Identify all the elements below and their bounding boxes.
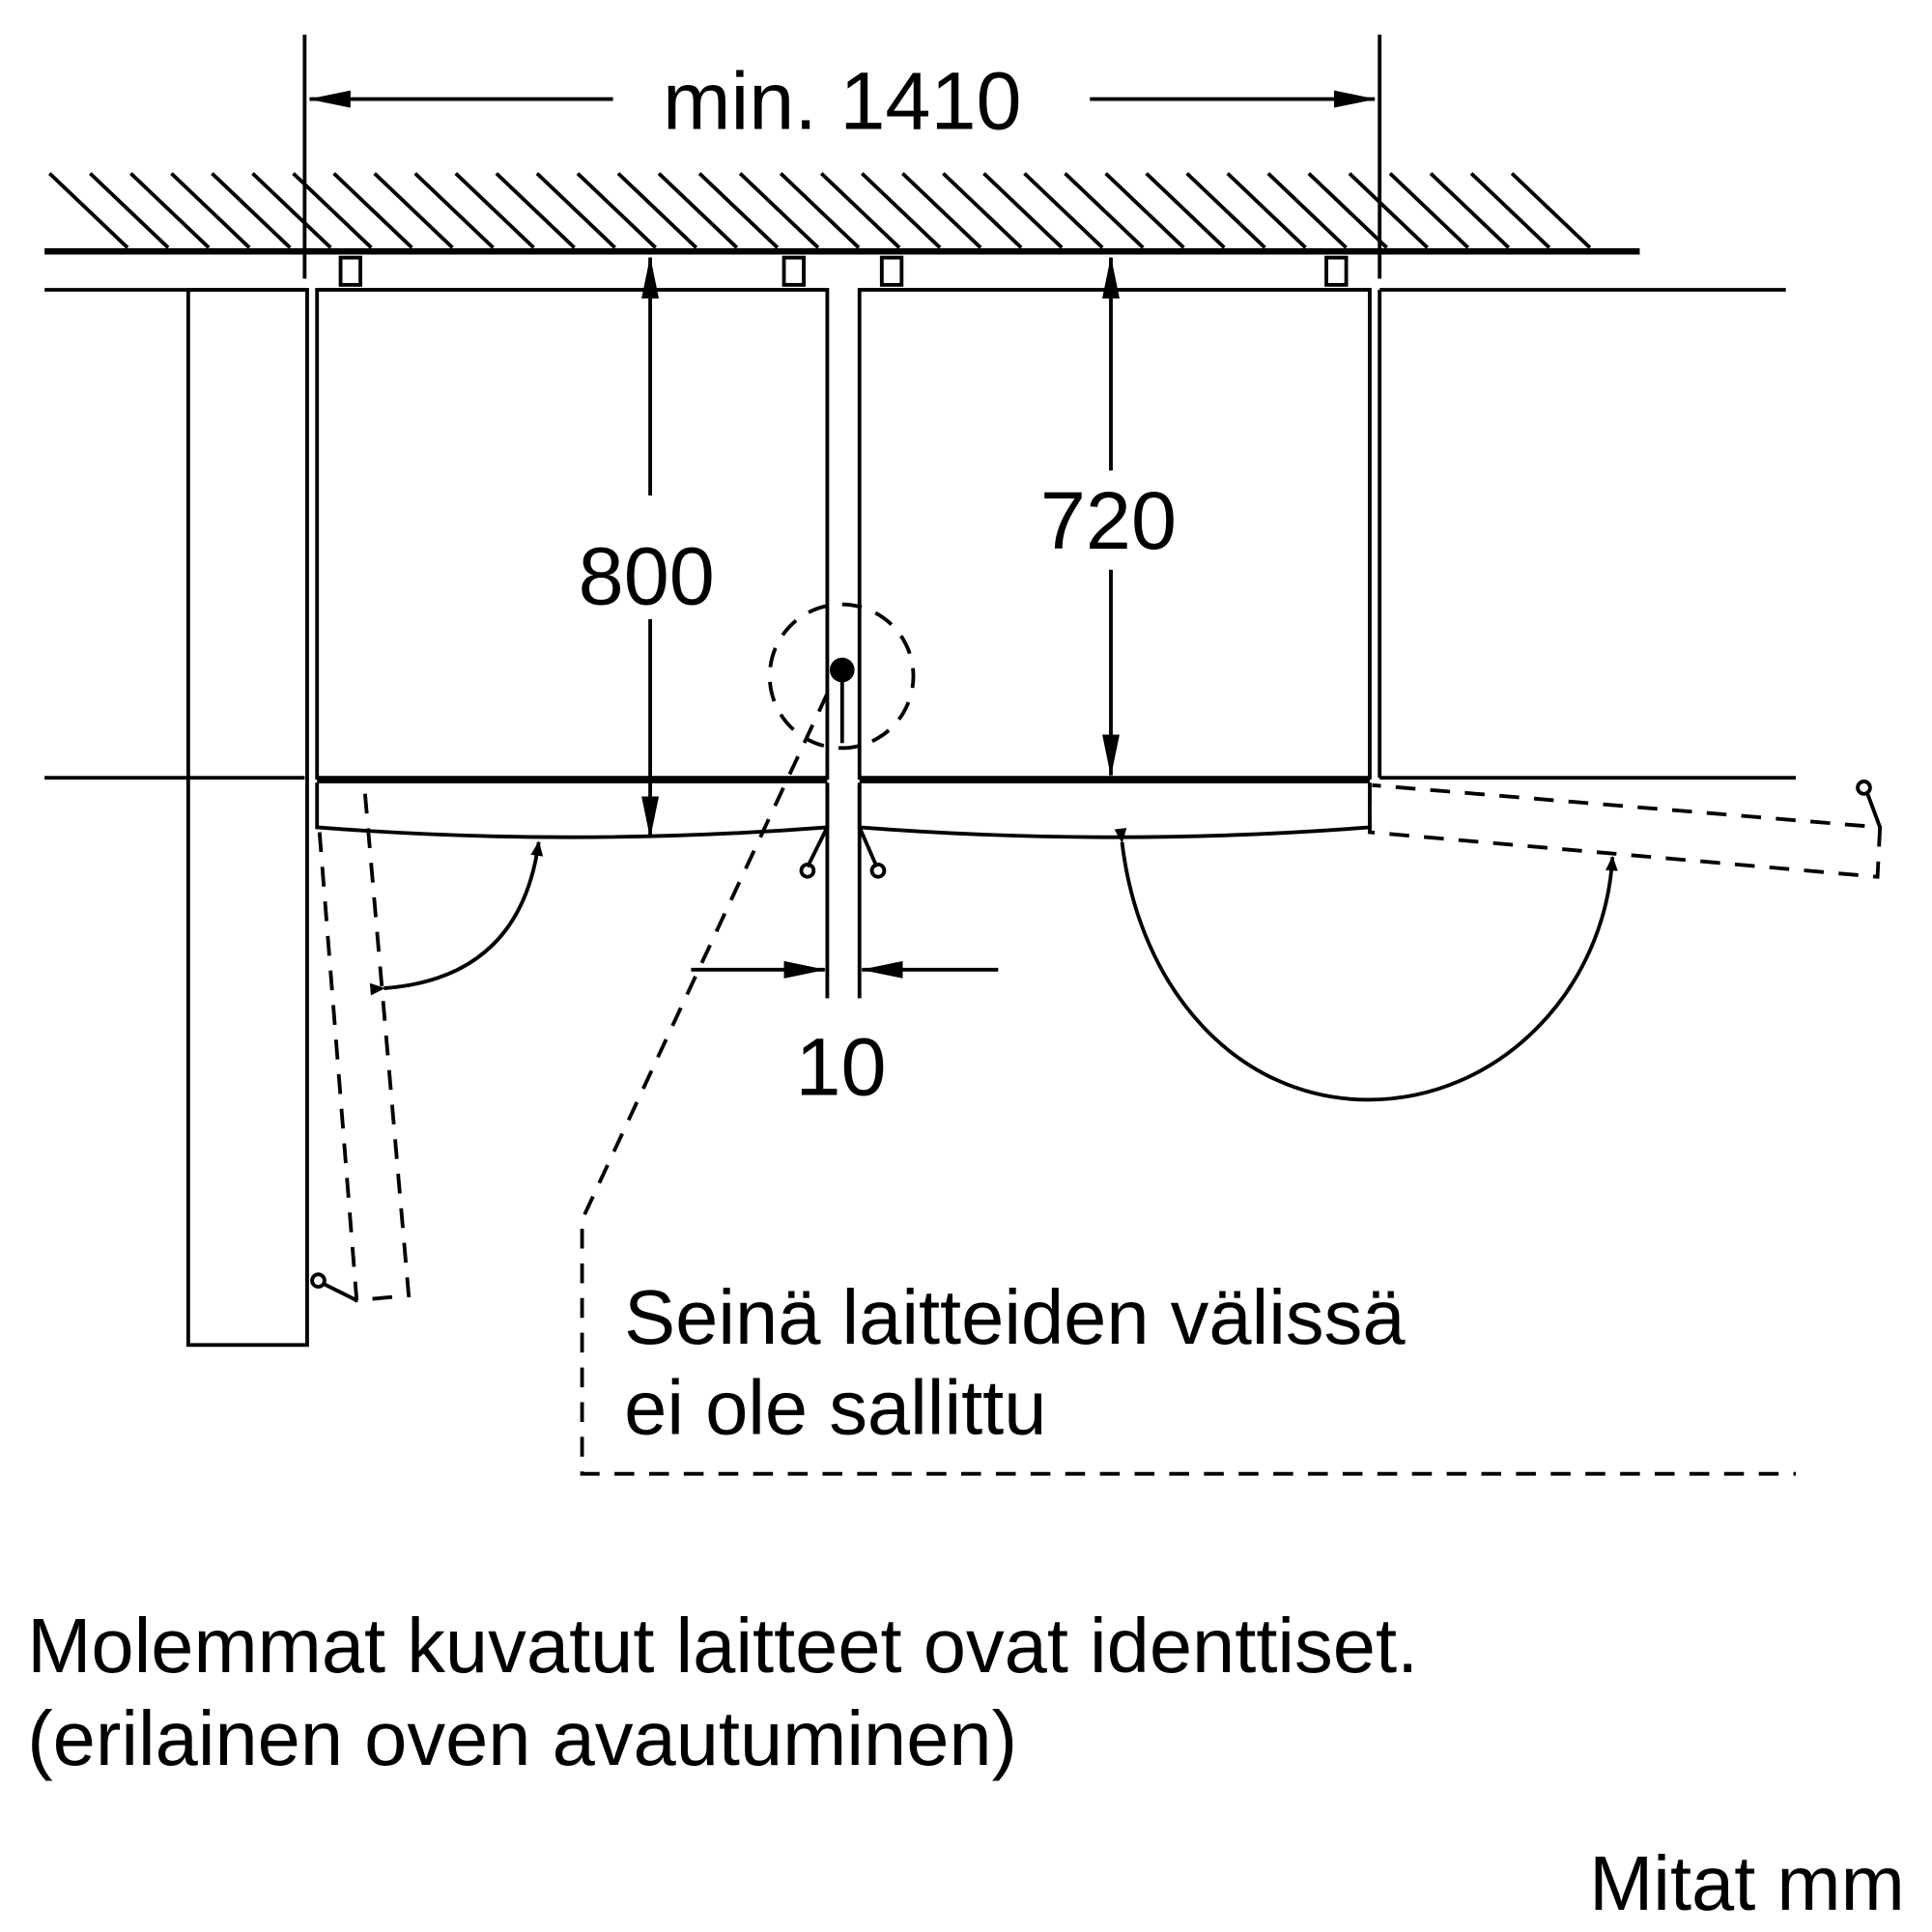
min-width-label: min. 1410 bbox=[663, 54, 1022, 146]
hatch-line bbox=[211, 172, 292, 249]
hatch-line bbox=[616, 172, 698, 249]
identical-note-line2: (erilainen oven avautuminen) bbox=[27, 1695, 1017, 1781]
door-right bbox=[857, 782, 1372, 839]
hatch-line bbox=[1469, 172, 1551, 249]
hatch-line bbox=[332, 172, 413, 249]
hatch-line bbox=[535, 172, 616, 249]
hatch-line bbox=[657, 172, 739, 249]
hatch-line bbox=[170, 172, 251, 249]
hatch-line bbox=[1388, 172, 1470, 249]
hatch-line bbox=[1348, 172, 1430, 249]
units-label: Mitat mm bbox=[1589, 1840, 1905, 1926]
hatch-line bbox=[1145, 172, 1226, 249]
swing-arrow-left bbox=[369, 840, 544, 996]
identical-note-line1: Molemmat kuvatut laitteet ovat identtise… bbox=[27, 1603, 1418, 1689]
rear-wall bbox=[44, 172, 1640, 255]
leader-line bbox=[580, 693, 1796, 1476]
hatch-line bbox=[413, 172, 495, 249]
hatch-line bbox=[697, 172, 780, 249]
wall-hatching bbox=[47, 172, 1592, 249]
wall-note-line1: Seinä laitteiden välissä bbox=[624, 1274, 1406, 1360]
appliance-left bbox=[315, 288, 830, 781]
side-cabinet-left bbox=[185, 288, 309, 1348]
depth-left-label: 800 bbox=[579, 530, 715, 622]
hatch-line bbox=[942, 172, 1023, 249]
hatch-line bbox=[495, 172, 576, 249]
door-left-open bbox=[317, 782, 412, 1303]
hatch-line bbox=[454, 172, 535, 249]
hatch-line bbox=[1266, 172, 1348, 249]
wall-spacers bbox=[338, 255, 1349, 287]
hatch-line bbox=[1185, 172, 1266, 249]
hatch-line bbox=[1104, 172, 1185, 249]
hatch-line bbox=[251, 172, 332, 249]
door-left bbox=[315, 782, 830, 839]
detail-circle bbox=[767, 602, 916, 751]
hatch-line bbox=[1023, 172, 1104, 249]
depth-right-label: 720 bbox=[1040, 474, 1177, 566]
gap-label: 10 bbox=[795, 1020, 886, 1112]
hatch-line bbox=[1510, 172, 1592, 249]
door-right-open bbox=[1368, 782, 1883, 879]
hatch-line bbox=[129, 172, 211, 249]
hatch-line bbox=[1429, 172, 1511, 249]
hatch-line bbox=[982, 172, 1064, 249]
hatch-line bbox=[860, 172, 942, 249]
hatch-line bbox=[373, 172, 454, 249]
hatch-line bbox=[1064, 172, 1145, 249]
hatch-line bbox=[738, 172, 820, 249]
hatch-line bbox=[576, 172, 658, 249]
wall-note-line2: ei ole sallittu bbox=[624, 1365, 1046, 1451]
hatch-line bbox=[1307, 172, 1388, 249]
hatch-line bbox=[901, 172, 982, 249]
hatch-line bbox=[1226, 172, 1307, 249]
hatch-line bbox=[47, 172, 129, 249]
hatch-line bbox=[89, 172, 170, 249]
swing-arrow-right bbox=[1114, 828, 1618, 1102]
hatch-line bbox=[819, 172, 901, 249]
hatch-line bbox=[779, 172, 861, 249]
